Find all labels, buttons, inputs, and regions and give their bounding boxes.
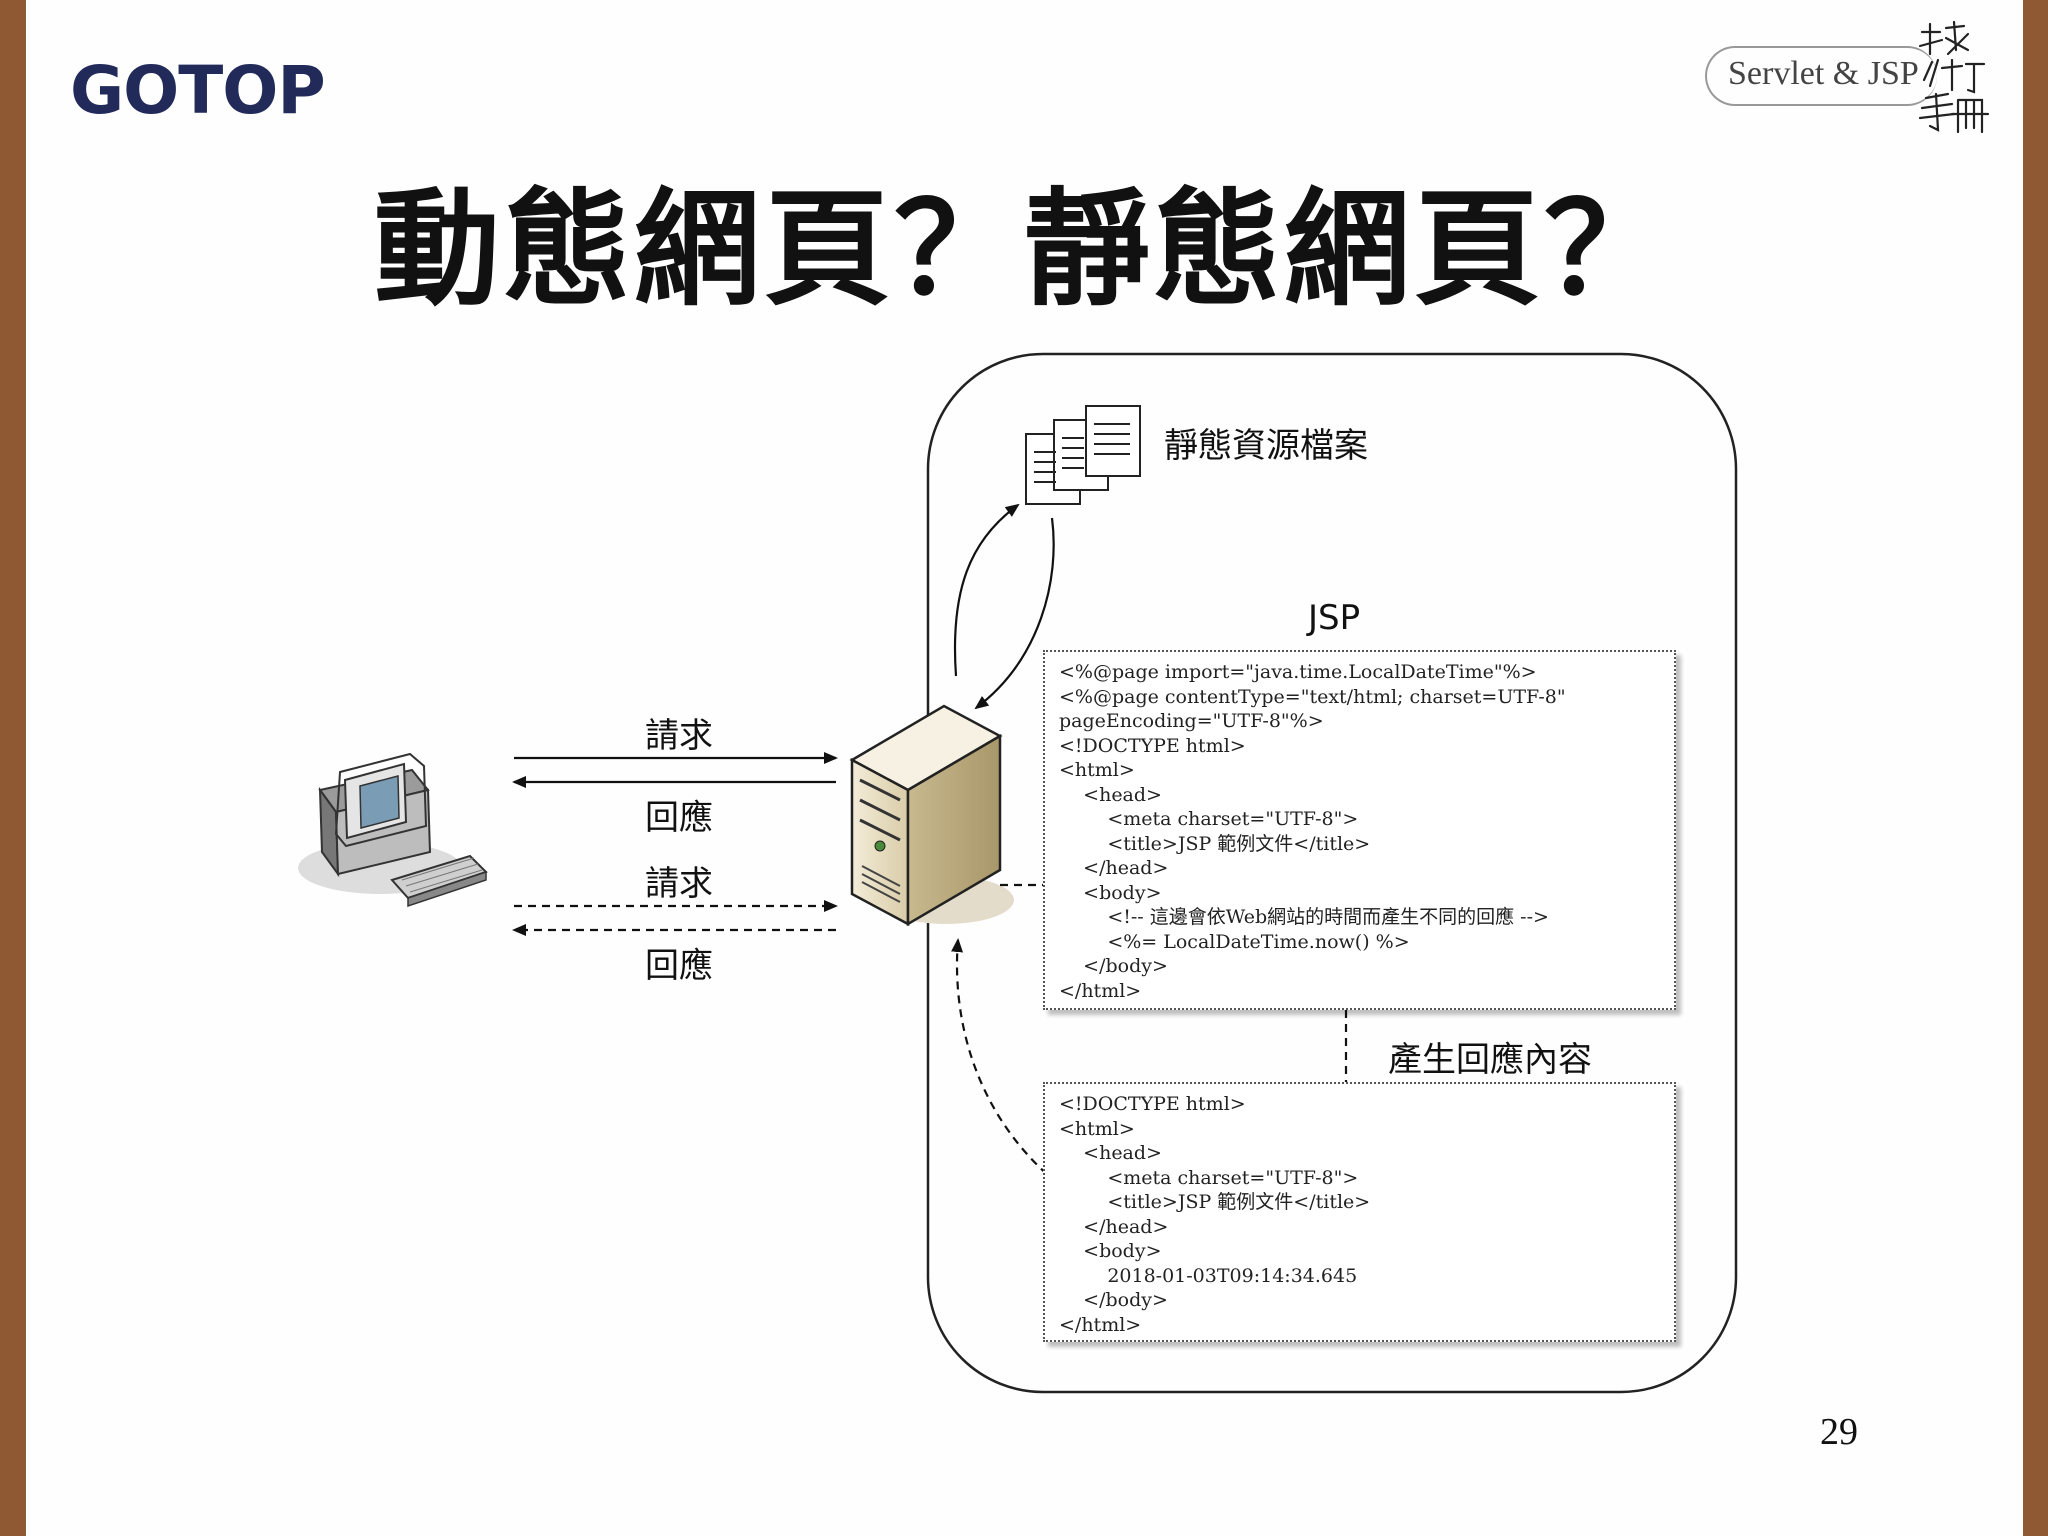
- code-line: <%= LocalDateTime.now() %>: [1059, 930, 1410, 953]
- code-line: </body>: [1059, 955, 1168, 977]
- brand-badge: [1705, 46, 1937, 106]
- code-line: <meta charset="UTF-8">: [1059, 808, 1359, 830]
- gotop-logo: GOTOP: [70, 52, 326, 129]
- right-border-bar: [2023, 0, 2048, 1536]
- code-line: <%@page import="java.time.LocalDateTime"…: [1059, 661, 1537, 683]
- jsp-label: JSP: [1308, 598, 1361, 638]
- code-line: </html>: [1059, 979, 1142, 1002]
- code-line: pageEncoding="UTF-8"%>: [1059, 710, 1324, 732]
- document-stack-icon: [1025, 405, 1141, 505]
- code-line: <meta charset="UTF-8">: [1059, 1166, 1359, 1189]
- code-line: <title>JSP 範例文件</title>: [1059, 1191, 1371, 1213]
- client-computer-icon: [298, 752, 488, 908]
- left-border-bar: [0, 0, 26, 1536]
- response-label-1: 回應: [645, 798, 713, 838]
- code-line: </head>: [1059, 857, 1169, 879]
- code-line: <!DOCTYPE html>: [1059, 734, 1246, 757]
- code-line: <head>: [1059, 1142, 1162, 1164]
- code-line: <html>: [1059, 759, 1135, 781]
- jsp-code-box: <%@page import="java.time.LocalDateTime"…: [1043, 650, 1676, 1010]
- request-label-2: 請求: [645, 864, 713, 904]
- code-line: <!-- 這邊會依Web網站的時間而產生不同的回應 -->: [1059, 906, 1549, 928]
- code-line: </body>: [1059, 1289, 1168, 1311]
- code-line: <!DOCTYPE html>: [1059, 1093, 1246, 1115]
- brand-text: Servlet & JSP: [1728, 55, 1919, 92]
- brand-calligraphy-logo: [1918, 20, 1990, 134]
- code-line: <%@page contentType="text/html; charset=…: [1059, 685, 1566, 708]
- arrow-server-to-files: [953, 503, 1020, 677]
- request-label-1: 請求: [645, 716, 713, 756]
- code-line: <html>: [1059, 1117, 1135, 1140]
- slide-title: 動態網頁？靜態網頁？: [374, 176, 1674, 323]
- generate-response-label: 產生回應內容: [1388, 1040, 1592, 1080]
- code-line: 2018-01-03T09:14:34.645: [1059, 1264, 1358, 1287]
- code-line: <title>JSP 範例文件</title>: [1059, 832, 1371, 855]
- code-line: <body>: [1059, 1240, 1162, 1262]
- code-line: <head>: [1059, 783, 1162, 806]
- response-label-2: 回應: [645, 946, 713, 986]
- static-files-label: 靜態資源檔案: [1164, 426, 1368, 466]
- generated-html-code-box: <!DOCTYPE html> <html> <head> <meta char…: [1043, 1082, 1676, 1342]
- code-line: </html>: [1059, 1313, 1142, 1336]
- arrow-files-to-server: [974, 517, 1055, 710]
- server-icon: [849, 704, 1014, 927]
- code-line: <body>: [1059, 881, 1162, 904]
- code-line: </head>: [1059, 1215, 1169, 1238]
- page-number: 29: [1820, 1411, 1858, 1453]
